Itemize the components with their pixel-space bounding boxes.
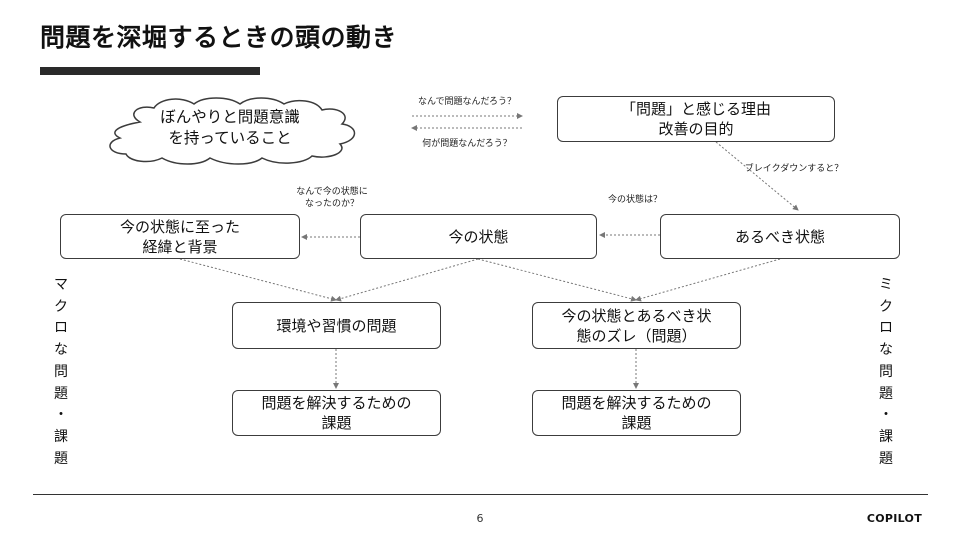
annotation-why-problem: なんで問題なんだろう？ — [417, 97, 516, 107]
box-current-state: 今の状態 — [360, 214, 597, 259]
box-history: 今の状態に至った 経緯と背景 — [60, 214, 300, 259]
brand-logo: COPILOT — [866, 512, 922, 525]
box-ideal-state: あるべき状態 — [660, 214, 900, 259]
title-underline — [40, 67, 260, 75]
page-number: 6 — [476, 512, 484, 525]
cloud-shape — [109, 97, 356, 165]
arrow-history-to-env — [179, 258, 337, 302]
arrow-current-to-gap — [477, 258, 637, 302]
box-task-right: 問題を解決するための 課題 — [532, 390, 741, 436]
box-gap-problem: 今の状態とあるべき状 態のズレ（問題） — [532, 302, 741, 349]
arrow-reason-to-ideal — [715, 141, 799, 211]
annotation-how-current: なんで今の状態に なったのか？ — [296, 187, 368, 209]
box-reason: 「問題」と感じる理由 改善の目的 — [557, 96, 835, 142]
arrow-current-to-env — [335, 258, 479, 302]
side-label-macro: マクロな問題・課題 — [54, 277, 68, 467]
side-label-micro: ミクロな問題・課題 — [879, 277, 893, 467]
box-environment-problem: 環境や習慣の問題 — [232, 302, 441, 349]
annotation-what-problem: 何が問題なんだろう？ — [422, 139, 512, 149]
page-title: 問題を深堀するときの頭の動き — [40, 23, 398, 52]
box-task-left: 問題を解決するための 課題 — [232, 390, 441, 436]
annotation-current-q: 今の状態は？ — [607, 195, 662, 205]
cloud-label: ぼんやりと問題意識 を持っていること — [160, 108, 300, 147]
annotation-breakdown: ブレイクダウンすると？ — [744, 164, 844, 174]
arrow-ideal-to-gap — [635, 258, 781, 302]
footer-divider — [33, 494, 928, 495]
